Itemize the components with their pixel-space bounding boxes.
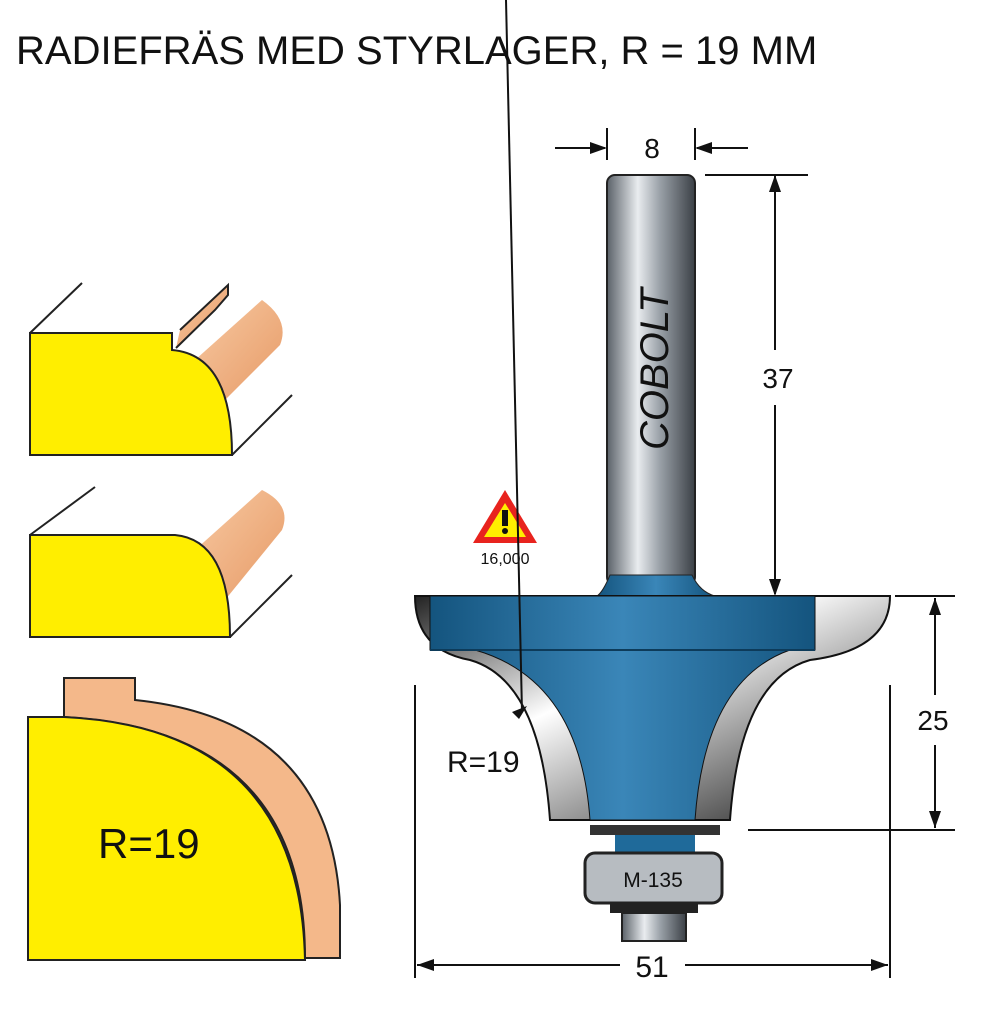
profile-radius-label: R=19 <box>98 820 200 867</box>
profile-round-over <box>29 486 293 638</box>
bearing-label: M-135 <box>623 869 683 892</box>
page-title: RADIEFRÄS MED STYRLAGER, R = 19 MM <box>16 29 817 73</box>
overall-diameter-dim: 51 <box>635 951 668 984</box>
brand-label: COBOLT <box>633 286 677 450</box>
cutting-height-dim: 25 <box>917 705 948 736</box>
cutter-body <box>429 595 816 821</box>
shank-length-dim: 37 <box>762 363 793 394</box>
dimension-lines <box>414 0 955 978</box>
shank-diameter-dim: 8 <box>644 133 660 164</box>
profile-radius-detail: R=19 <box>27 677 341 961</box>
max-rpm: 16,000 <box>481 551 530 568</box>
max-speed-warning: 16,000 <box>473 490 537 568</box>
radius-dim: R=19 <box>447 746 520 779</box>
profile-rebate-round <box>29 282 293 456</box>
router-bit: COBOLT M-135 <box>413 174 892 942</box>
